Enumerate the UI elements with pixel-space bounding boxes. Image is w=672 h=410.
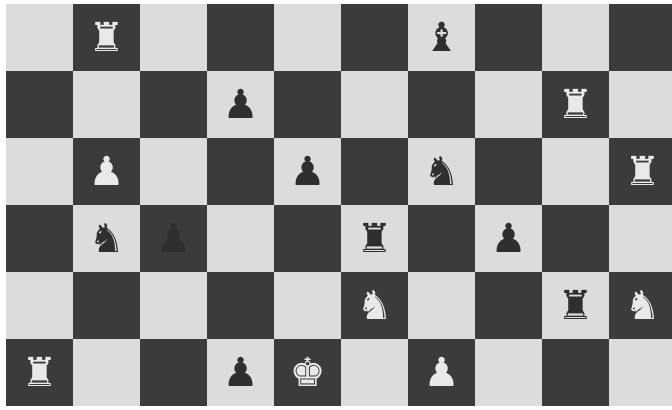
- black-pawn-piece-icon[interactable]: ♟: [290, 152, 326, 192]
- board-square[interactable]: ♜: [341, 205, 408, 272]
- board-square[interactable]: [408, 272, 475, 339]
- board-square[interactable]: [140, 4, 207, 71]
- board-square[interactable]: [341, 339, 408, 406]
- board-square[interactable]: [341, 138, 408, 205]
- board-square[interactable]: [475, 4, 542, 71]
- board-square[interactable]: ♚: [274, 339, 341, 406]
- board-square[interactable]: [542, 138, 609, 205]
- white-knight-piece-icon[interactable]: ♞: [625, 286, 661, 326]
- board-square[interactable]: [207, 205, 274, 272]
- black-bishop-piece-icon[interactable]: ♝: [424, 18, 460, 58]
- black-pawn-piece-icon[interactable]: ♟: [223, 353, 259, 393]
- board-square[interactable]: [274, 205, 341, 272]
- board-square[interactable]: [6, 205, 73, 272]
- board-square[interactable]: [609, 71, 672, 138]
- white-rook-piece-icon[interactable]: ♜: [625, 152, 661, 192]
- board-square[interactable]: [6, 138, 73, 205]
- black-pawn-piece-icon[interactable]: ♟: [223, 85, 259, 125]
- board-square[interactable]: [609, 4, 672, 71]
- board-square[interactable]: [140, 272, 207, 339]
- board-square[interactable]: [73, 272, 140, 339]
- board-square[interactable]: [408, 205, 475, 272]
- white-rook-piece-icon[interactable]: ♜: [22, 353, 58, 393]
- board-square[interactable]: [140, 138, 207, 205]
- board-square[interactable]: ♜: [609, 138, 672, 205]
- black-pawn-piece-icon[interactable]: ♟: [491, 219, 527, 259]
- white-rook-piece-icon[interactable]: ♜: [89, 18, 125, 58]
- board-square[interactable]: [274, 71, 341, 138]
- board-square[interactable]: [408, 71, 475, 138]
- board-square[interactable]: [73, 71, 140, 138]
- board-square[interactable]: [542, 339, 609, 406]
- board-square[interactable]: [542, 4, 609, 71]
- board-square[interactable]: [140, 339, 207, 406]
- board-square[interactable]: [341, 71, 408, 138]
- board-square[interactable]: [609, 339, 672, 406]
- board-square[interactable]: [6, 272, 73, 339]
- board-square[interactable]: ♟: [475, 205, 542, 272]
- white-king-piece-icon[interactable]: ♚: [290, 353, 326, 393]
- board-square[interactable]: [475, 71, 542, 138]
- board-square[interactable]: [609, 205, 672, 272]
- white-knight-piece-icon[interactable]: ♞: [357, 286, 393, 326]
- white-pawn-piece-icon[interactable]: ♟: [424, 353, 460, 393]
- board-square[interactable]: [140, 71, 207, 138]
- board-square[interactable]: [475, 138, 542, 205]
- board-square[interactable]: ♜: [542, 272, 609, 339]
- board-square[interactable]: [274, 4, 341, 71]
- board-square[interactable]: ♞: [609, 272, 672, 339]
- black-knight-piece-icon[interactable]: ♞: [89, 219, 125, 259]
- board-square[interactable]: ♜: [542, 71, 609, 138]
- black-pawn-piece-icon[interactable]: ♟: [156, 219, 192, 259]
- board-square[interactable]: [207, 4, 274, 71]
- board-square[interactable]: ♜: [6, 339, 73, 406]
- black-knight-piece-icon[interactable]: ♞: [424, 152, 460, 192]
- board-square[interactable]: [73, 339, 140, 406]
- board-square[interactable]: ♟: [207, 71, 274, 138]
- chess-board: ♜ ♝ ♟ ♜ ♟ ♟ ♞ ♜ ♞ ♟ ♜ ♟ ♞ ♜ ♞ ♜ ♟ ♚ ♟: [6, 4, 672, 406]
- board-square[interactable]: ♜: [73, 4, 140, 71]
- board-square[interactable]: ♟: [274, 138, 341, 205]
- board-square[interactable]: [207, 138, 274, 205]
- black-rook-piece-icon[interactable]: ♜: [558, 286, 594, 326]
- board-square[interactable]: [6, 4, 73, 71]
- board-square[interactable]: ♟: [408, 339, 475, 406]
- board-square[interactable]: ♟: [140, 205, 207, 272]
- black-rook-piece-icon[interactable]: ♜: [357, 219, 393, 259]
- board-square[interactable]: [475, 339, 542, 406]
- white-pawn-piece-icon[interactable]: ♟: [89, 152, 125, 192]
- board-square[interactable]: ♞: [341, 272, 408, 339]
- board-square[interactable]: [274, 272, 341, 339]
- board-square[interactable]: ♟: [207, 339, 274, 406]
- board-square[interactable]: [207, 272, 274, 339]
- white-rook-piece-icon[interactable]: ♜: [558, 85, 594, 125]
- board-square[interactable]: ♝: [408, 4, 475, 71]
- board-square[interactable]: ♟: [73, 138, 140, 205]
- board-square[interactable]: ♞: [73, 205, 140, 272]
- board-square[interactable]: [6, 71, 73, 138]
- board-square[interactable]: [475, 272, 542, 339]
- board-square[interactable]: [341, 4, 408, 71]
- board-square[interactable]: [542, 205, 609, 272]
- board-square[interactable]: ♞: [408, 138, 475, 205]
